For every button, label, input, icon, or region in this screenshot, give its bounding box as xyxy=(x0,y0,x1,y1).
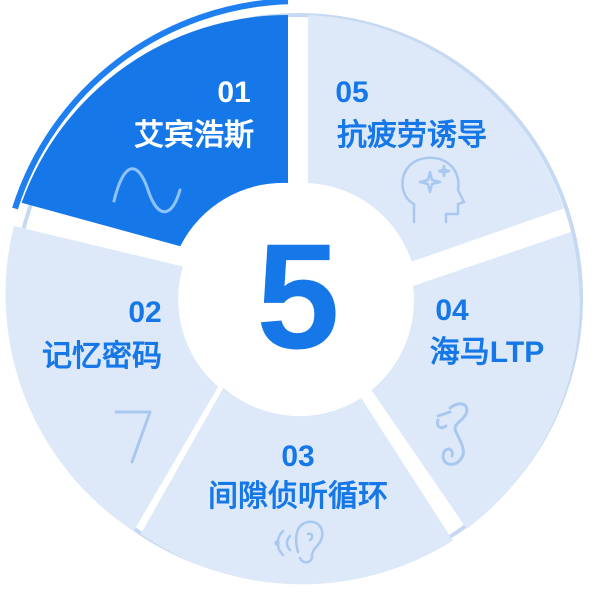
segment-04-number: 04 xyxy=(435,294,469,327)
segment-03-label: 间隙侦听循环 xyxy=(208,480,388,513)
segment-03-number: 03 xyxy=(281,440,314,473)
sine-wave-icon xyxy=(112,167,182,214)
segment-02[interactable] xyxy=(5,226,219,532)
segment-05-label: 抗疲劳诱导 xyxy=(337,118,487,152)
segment-05-number: 05 xyxy=(335,76,368,109)
segment-02-number: 02 xyxy=(128,296,161,329)
head-sparkle-icon xyxy=(401,156,466,224)
segment-01-label: 艾宾浩斯 xyxy=(134,119,254,152)
center-circle xyxy=(188,188,408,408)
segment-03[interactable] xyxy=(140,387,453,585)
active-ring-arc xyxy=(12,0,289,210)
segment-05[interactable] xyxy=(308,15,564,262)
segment-02-label: 记忆密码 xyxy=(42,339,162,373)
center-number: 5 xyxy=(256,212,339,380)
seven-icon xyxy=(114,410,152,464)
seahorse-icon xyxy=(436,402,469,466)
segment-04-label: 海马LTP xyxy=(430,336,544,369)
segment-01[interactable] xyxy=(21,15,288,247)
ear-sound-icon xyxy=(274,520,324,564)
segment-01-number: 01 xyxy=(217,76,250,109)
segment-04[interactable] xyxy=(371,232,580,529)
